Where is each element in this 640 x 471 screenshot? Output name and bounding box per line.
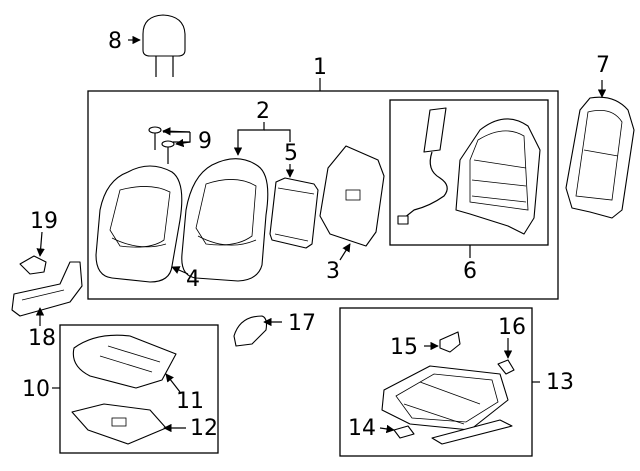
callout-18: 18 bbox=[28, 326, 56, 351]
cushion-mat-part bbox=[71, 403, 167, 445]
callout-9: 9 bbox=[198, 129, 212, 154]
callout-3: 3 bbox=[326, 259, 340, 284]
cushion-group-box bbox=[59, 324, 219, 454]
callout-2: 2 bbox=[256, 99, 270, 124]
callout-5: 5 bbox=[284, 141, 298, 166]
side-clip-part bbox=[497, 359, 515, 375]
side-shield-part bbox=[11, 261, 83, 317]
callout-11: 11 bbox=[176, 389, 204, 414]
callout-17: 17 bbox=[288, 311, 316, 336]
seatback-pad-part bbox=[181, 158, 269, 282]
callout-4: 4 bbox=[186, 267, 200, 292]
callout-16: 16 bbox=[498, 315, 526, 340]
callout-10: 10 bbox=[22, 377, 50, 402]
callout-8: 8 bbox=[108, 29, 122, 54]
seatback-cover-part bbox=[95, 165, 183, 283]
headrest-part bbox=[142, 14, 186, 77]
callout-1: 1 bbox=[313, 55, 327, 80]
seatback-group-box bbox=[87, 90, 559, 300]
frame-group-box bbox=[389, 99, 549, 246]
cover-cap-part bbox=[233, 315, 268, 347]
callout-13: 13 bbox=[546, 370, 574, 395]
seatback-frame-part bbox=[455, 118, 541, 235]
callout-6: 6 bbox=[463, 259, 477, 284]
cushion-pad-part bbox=[72, 334, 177, 389]
wire-harness-part bbox=[397, 107, 448, 225]
clip-parts bbox=[148, 126, 175, 164]
handle-part bbox=[393, 425, 415, 439]
callout-19: 19 bbox=[30, 209, 58, 234]
seat-track-part bbox=[381, 365, 513, 445]
back-panel-part bbox=[269, 177, 319, 249]
callout-7: 7 bbox=[596, 53, 610, 78]
lever-bracket-part bbox=[439, 331, 461, 353]
callout-14: 14 bbox=[348, 416, 376, 441]
back-board-part bbox=[319, 145, 385, 247]
callout-12: 12 bbox=[190, 416, 218, 441]
leader-lines bbox=[35, 35, 607, 434]
back-cover-plate-part bbox=[565, 96, 635, 219]
callout-15: 15 bbox=[390, 335, 418, 360]
small-bracket-part bbox=[19, 255, 47, 275]
